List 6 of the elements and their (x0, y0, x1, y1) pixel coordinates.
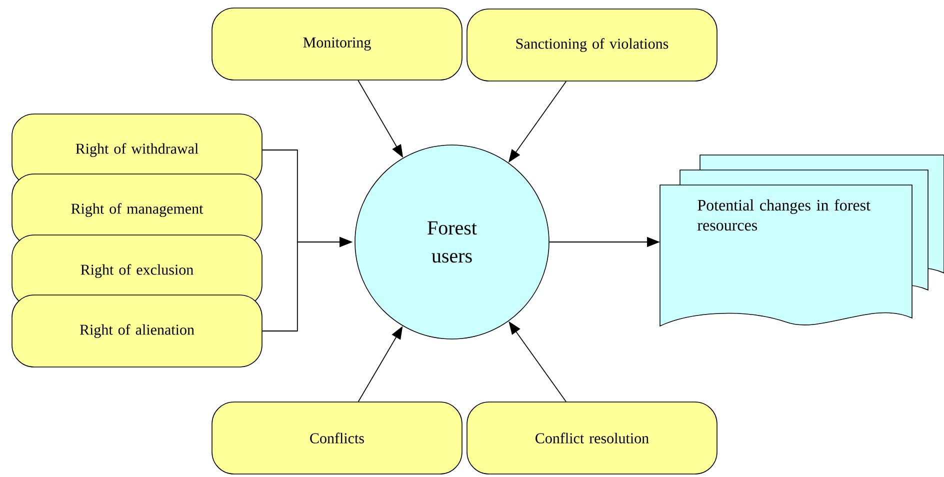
sanction-box: Sanctioning of violations (466, 8, 718, 82)
document-stack: Potential changes in forest resources (660, 154, 944, 326)
conflicts-box: Conflicts (212, 402, 462, 474)
right-box: Right of alienation (12, 294, 262, 368)
resolution-box: Conflict resolution (466, 402, 718, 474)
monitoring-box: Monitoring (212, 8, 462, 80)
